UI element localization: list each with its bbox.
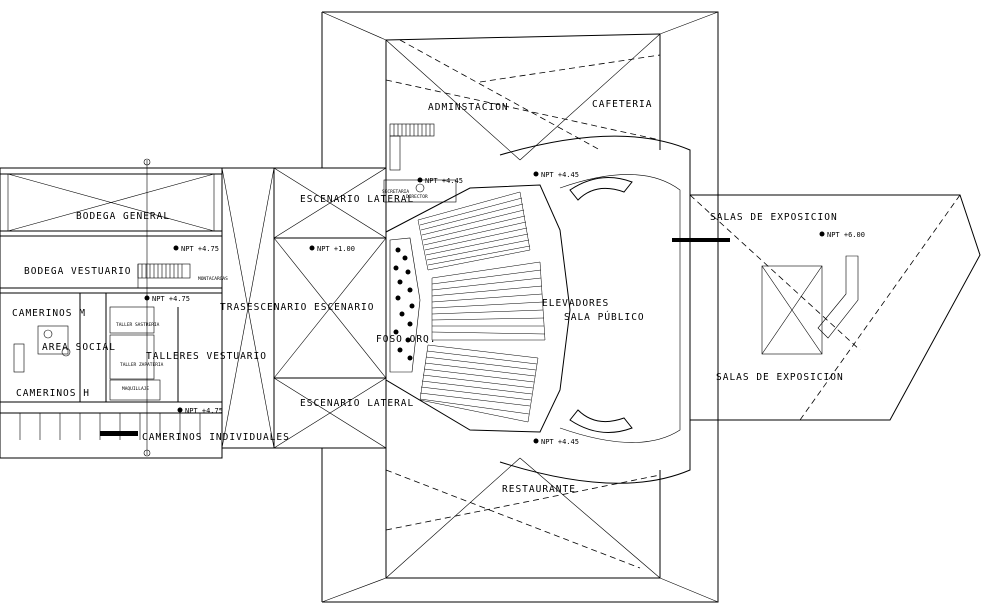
label-camerinos-individuales: CAMERINOS INDIVIDUALES xyxy=(142,432,290,443)
label-foso-orquesta: FOSO ORQ. xyxy=(376,334,436,345)
left-wing xyxy=(0,158,223,459)
label-bodega-vestuario: BODEGA VESTUARIO xyxy=(24,266,132,277)
seating-upper xyxy=(417,191,531,271)
exhibition-wing xyxy=(672,194,981,421)
level-marker-sala-top: NPT +4.45 xyxy=(533,171,579,179)
label-camerinos-m: CAMERINOS M xyxy=(12,308,86,319)
label-salas-exposicion-bottom: SALAS DE EXPOSICION xyxy=(716,372,844,383)
label-taller-sastreria: TALLER SASTRERIA xyxy=(116,322,160,328)
label-escenario: ESCENARIO xyxy=(314,302,374,313)
label-talleres-vestuario: TALLERES VESTUARIO xyxy=(146,351,267,362)
label-taller-zapateria: TALLER ZAPATERIA xyxy=(120,362,164,368)
label-camerinos-h: CAMERINOS H xyxy=(16,388,90,399)
label-cafeteria: CAFETERIA xyxy=(592,99,652,110)
label-area-social: AREA SOCIAL xyxy=(42,342,116,353)
level-marker-exposicion: NPT +6.00 xyxy=(819,231,865,239)
svg-text:NPT +4.45: NPT +4.45 xyxy=(541,438,579,446)
svg-text:NPT +1.00: NPT +1.00 xyxy=(317,245,355,253)
label-montacargas: MONTACARGAS xyxy=(198,276,228,282)
label-elevadores: ELEVADORES xyxy=(542,298,609,309)
svg-text:NPT +4.75: NPT +4.75 xyxy=(152,295,190,303)
svg-text:NPT +4.75: NPT +4.75 xyxy=(185,407,223,415)
level-marker-escenario: NPT +1.00 xyxy=(309,245,355,253)
main-envelope xyxy=(321,11,719,603)
label-restaurante: RESTAURANTE xyxy=(502,484,576,495)
label-salas-exposicion-top: SALAS DE EXPOSICION xyxy=(710,212,838,223)
label-secretaria: SECRETARIA xyxy=(382,189,409,195)
label-trasescenario: TRASESCENARIO xyxy=(220,302,307,313)
svg-text:NPT +4.75: NPT +4.75 xyxy=(181,245,219,253)
stage-block xyxy=(273,167,387,449)
svg-text:NPT +4.45: NPT +4.45 xyxy=(425,177,463,185)
svg-text:NPT +6.00: NPT +6.00 xyxy=(827,231,865,239)
label-maquillaje: MAQUILLAJE xyxy=(122,386,149,392)
level-marker-pasillo: NPT +4.75 xyxy=(144,295,190,303)
seating-lower xyxy=(419,344,539,423)
orchestra-pit xyxy=(389,237,421,373)
seating-middle xyxy=(431,261,546,341)
level-marker-camerinos: NPT +4.75 xyxy=(177,407,223,415)
level-marker-admin: NPT +4.45 xyxy=(417,177,463,185)
auditorium xyxy=(385,135,691,484)
level-marker-bodega: NPT +4.75 xyxy=(173,245,219,253)
label-sala-publico: SALA PÚBLICO xyxy=(564,311,645,323)
label-escenario-lateral-bottom: ESCENARIO LATERAL xyxy=(300,398,414,409)
label-administracion: ADMINSTACION xyxy=(428,102,509,113)
label-bodega-general: BODEGA GENERAL xyxy=(76,211,170,222)
level-marker-sala-bottom: NPT +4.45 xyxy=(533,438,579,446)
label-escenario-lateral-top: ESCENARIO LATERAL xyxy=(300,194,414,205)
label-director: DIRECTOR xyxy=(406,194,428,200)
svg-text:NPT +4.45: NPT +4.45 xyxy=(541,171,579,179)
